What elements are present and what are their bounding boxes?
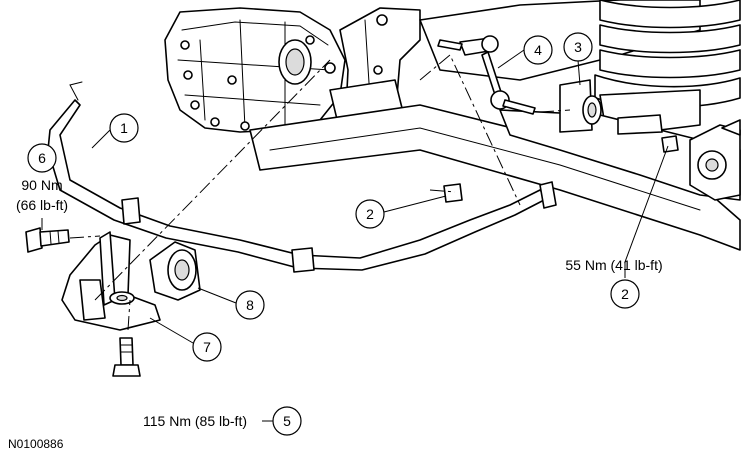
callout-7: 7 xyxy=(192,332,222,362)
link-bushing xyxy=(559,79,663,135)
leader-7 xyxy=(149,317,194,344)
svg-text:1: 1 xyxy=(120,120,128,136)
differential-housing xyxy=(164,7,346,133)
alignment-line-6 xyxy=(429,189,456,193)
link-nut-2-lower xyxy=(661,135,679,153)
bracket-bolt-horizontal xyxy=(25,227,70,253)
callout-5: 5 xyxy=(272,406,302,436)
link-nut-2 xyxy=(443,183,463,203)
svg-text:5: 5 xyxy=(283,413,291,429)
torque-item-6-lbft: (66 lb-ft) xyxy=(16,197,68,213)
callout-6: 6 xyxy=(27,143,57,173)
callout-2-center: 2 xyxy=(355,199,385,229)
figure-id: N0100886 xyxy=(8,437,64,451)
svg-text:4: 4 xyxy=(534,42,542,58)
svg-text:2: 2 xyxy=(366,206,374,222)
alignment-line-4 xyxy=(127,299,131,331)
svg-text:3: 3 xyxy=(574,39,582,55)
torque-item-6-nm: 90 Nm xyxy=(21,177,62,193)
alignment-line-1 xyxy=(94,59,331,301)
alignment-line-3 xyxy=(539,109,571,113)
bar-bracket-assembly xyxy=(61,231,201,331)
callout-1: 1 xyxy=(109,113,139,143)
coil-spring xyxy=(594,0,741,136)
callout-4: 4 xyxy=(523,35,553,65)
leader-3 xyxy=(577,59,581,86)
alignment-line-5 xyxy=(69,235,101,239)
torque-item-2: 55 Nm (41 lb-ft) xyxy=(565,257,662,273)
svg-text:2: 2 xyxy=(621,286,629,302)
svg-text:8: 8 xyxy=(246,297,254,313)
leader-2-center xyxy=(383,195,447,213)
svg-text:7: 7 xyxy=(203,339,211,355)
leader-8 xyxy=(197,287,237,304)
callout-8: 8 xyxy=(235,290,265,320)
stabilizer-link xyxy=(437,35,536,115)
leader-2-right xyxy=(624,145,669,278)
callout-3: 3 xyxy=(563,32,593,62)
leader-4 xyxy=(497,49,525,69)
torque-item-5: 115 Nm (85 lb-ft) xyxy=(143,413,247,429)
svg-text:6: 6 xyxy=(38,150,46,166)
callout-2-right: 2 xyxy=(610,279,640,309)
stabilizer-bar xyxy=(47,81,557,273)
leader-1 xyxy=(91,129,111,149)
bracket-bolt-vertical xyxy=(112,337,141,377)
alignment-line-2 xyxy=(419,54,521,206)
